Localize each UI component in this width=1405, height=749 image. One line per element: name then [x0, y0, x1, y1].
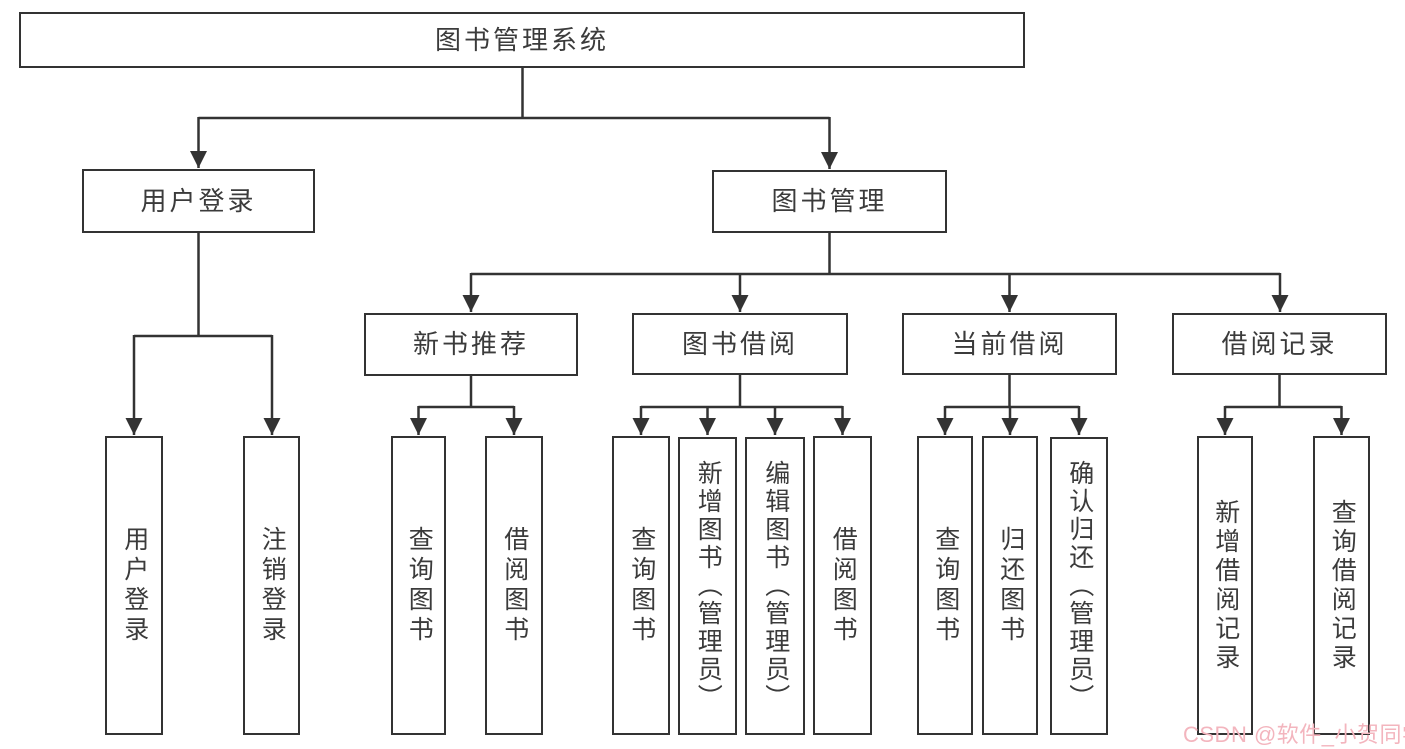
- node-br-add-record: 新增借阅记录: [1197, 436, 1253, 735]
- node-cb-confirm-return-admin: 确认归还（管理员）: [1050, 437, 1108, 735]
- connector-root-trunk: [198, 68, 830, 120]
- node-bb-query-books: 查询图书: [612, 436, 670, 735]
- node-book-management-group: 图书管理: [712, 170, 947, 233]
- connector-user-login-trunk: [134, 233, 272, 338]
- connector-book-borrowing-trunk: [641, 375, 843, 409]
- node-br-query-record: 查询借阅记录: [1313, 436, 1370, 735]
- node-nbr-borrow-books: 借阅图书: [485, 436, 543, 735]
- node-bb-edit-books-admin: 编辑图书（管理员）: [745, 437, 805, 735]
- node-logout: 注销登录: [243, 436, 300, 735]
- connector-borrowing-records-trunk: [1225, 375, 1342, 409]
- node-nbr-query-books: 查询图书: [391, 436, 446, 735]
- node-borrowing-records: 借阅记录: [1172, 313, 1387, 375]
- csdn-watermark: CSDN @软件_小贺同学: [1183, 722, 1405, 747]
- node-bb-borrow-books: 借阅图书: [813, 436, 872, 735]
- node-book-borrowing: 图书借阅: [632, 313, 848, 375]
- node-cb-return-books: 归还图书: [982, 436, 1038, 735]
- node-user-login: 用户登录: [105, 436, 163, 735]
- connector-current-borrowing-trunk: [945, 375, 1079, 409]
- node-cb-query-books: 查询图书: [917, 436, 973, 735]
- connector-new-book-trunk: [418, 375, 514, 409]
- node-new-book-recommend: 新书推荐: [364, 313, 578, 376]
- node-user-login-group: 用户登录: [82, 169, 315, 233]
- node-bb-add-books-admin: 新增图书（管理员）: [678, 437, 737, 735]
- node-current-borrowing: 当前借阅: [902, 313, 1117, 375]
- connector-book-management-trunk: [471, 233, 1280, 276]
- node-library-management-system: 图书管理系统: [19, 12, 1025, 68]
